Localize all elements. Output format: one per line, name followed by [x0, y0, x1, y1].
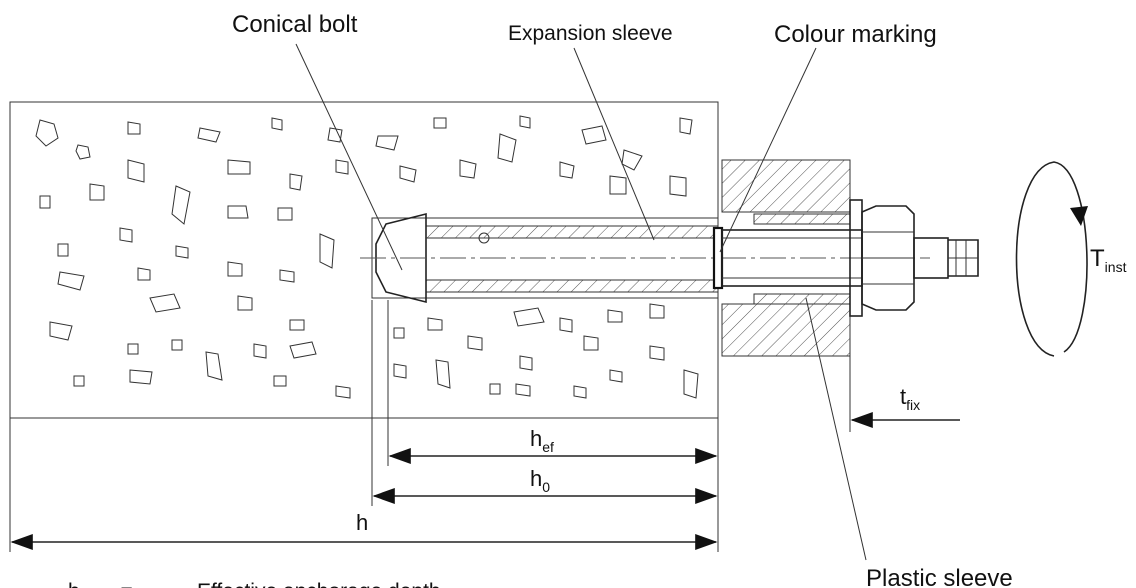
dimension-label-tfix: tfix [900, 384, 920, 413]
conical-bolt-leader [295, 43, 403, 271]
colour-marking-leader [719, 47, 817, 253]
concrete-base-material [9, 101, 719, 419]
fixture-plate [721, 159, 851, 357]
rod-end [913, 237, 979, 279]
dimension-label-hef: hef [530, 426, 554, 455]
dimension-label-h0: h0 [530, 466, 550, 495]
expansion-sleeve-body [425, 225, 719, 293]
bottom-caption: h = ... Effective anchorage depth [68, 580, 441, 588]
torque-arrow [1015, 161, 1088, 357]
plastic-sleeve-leader [805, 297, 867, 561]
expansion-sleeve-label: Expansion sleeve [508, 22, 673, 45]
dimension-label-h: h [356, 510, 368, 535]
colour-marking-label: Colour marking [774, 21, 937, 48]
hex-nut [861, 205, 915, 311]
plastic-sleeve-label: Plastic sleeve [866, 565, 1013, 588]
aggregate-stones [35, 115, 699, 399]
colour-marking-band [712, 226, 724, 290]
conical-bolt-head [375, 212, 718, 304]
expansion-sleeve-leader [573, 47, 655, 241]
torque-label: Tinst [1090, 245, 1127, 275]
conical-bolt-label: Conical bolt [232, 11, 358, 38]
plastic-sleeve-body [753, 213, 851, 305]
